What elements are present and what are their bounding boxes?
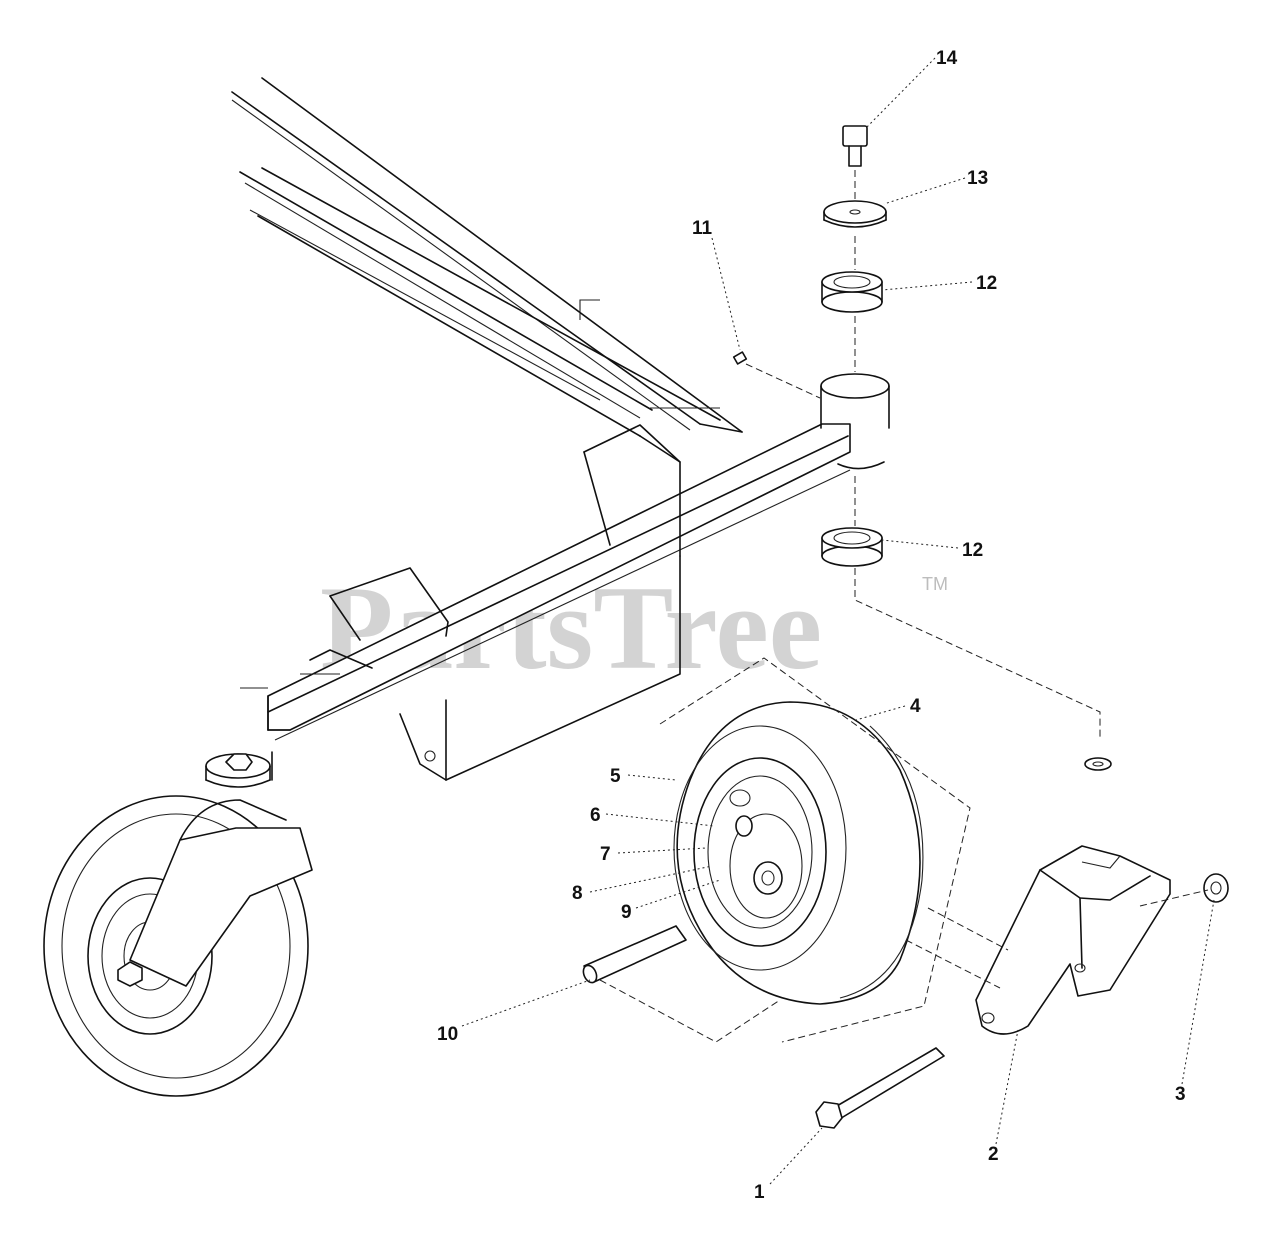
callout-9: 9 <box>621 902 632 923</box>
right-wheel <box>673 701 924 1005</box>
callout-14: 14 <box>936 48 958 69</box>
callout-1: 1 <box>754 1182 765 1203</box>
leader-lines <box>461 57 1215 1185</box>
center-bracket <box>240 299 720 781</box>
callout-13: 13 <box>967 168 988 189</box>
frame-rails <box>231 77 743 463</box>
hex-bolt <box>842 125 868 167</box>
trademark-mark: TM <box>922 574 948 594</box>
callout-7: 7 <box>600 844 611 865</box>
spacer-washer <box>1084 757 1112 771</box>
callout-6: 6 <box>590 805 601 826</box>
caster-fork <box>975 845 1171 1035</box>
callout-2: 2 <box>988 1144 999 1165</box>
callout-labels: 14 13 12 11 12 4 5 6 7 8 9 10 1 2 3 <box>437 48 1186 1203</box>
callout-8: 8 <box>572 883 583 904</box>
fork-bolt <box>815 1047 945 1129</box>
wheel-axle <box>582 925 687 984</box>
callout-3: 3 <box>1175 1084 1186 1105</box>
callout-4: 4 <box>910 696 921 717</box>
front-axle-tube <box>267 423 851 781</box>
pivot-collar <box>820 373 890 470</box>
upper-bearing <box>821 271 883 313</box>
callout-10: 10 <box>437 1024 458 1045</box>
thrust-washer <box>823 200 887 228</box>
lock-nut <box>1203 873 1229 903</box>
callout-12-lower: 12 <box>962 540 983 561</box>
callout-12-upper: 12 <box>976 273 997 294</box>
callout-5: 5 <box>610 766 621 787</box>
lower-bearing <box>821 527 883 567</box>
grease-fitting <box>732 351 821 399</box>
left-caster-assembly <box>43 753 313 1097</box>
callout-11: 11 <box>692 218 713 239</box>
